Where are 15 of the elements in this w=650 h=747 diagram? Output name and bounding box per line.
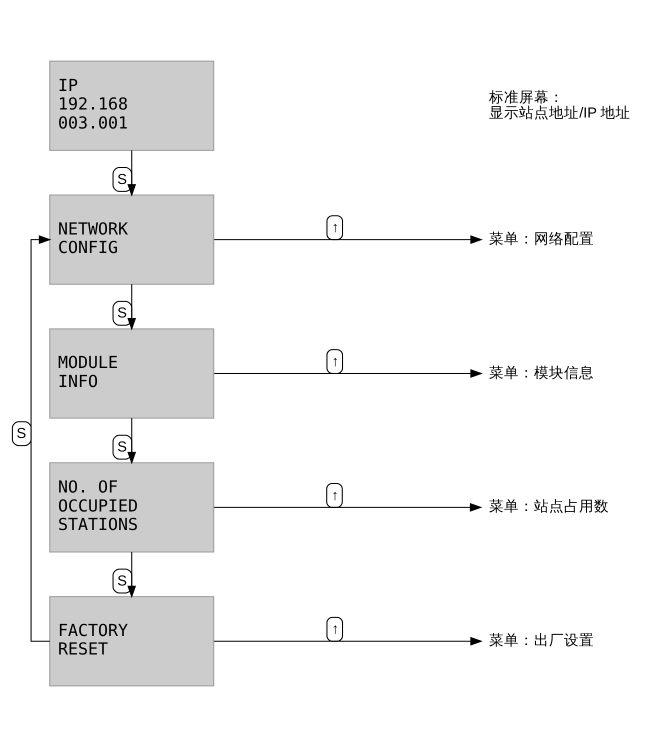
node-text: 菜单：网络配置	[489, 231, 594, 248]
edge-label: ↑	[332, 220, 339, 236]
node-label: 标准屏幕：	[489, 90, 564, 106]
edge-label: S	[117, 306, 127, 322]
edge-label: ↑	[332, 354, 339, 370]
edge-label: S	[117, 440, 127, 456]
node-text: 菜单：站点占用数	[488, 499, 609, 516]
edge-label: S	[117, 172, 127, 188]
edge-label: ↑	[332, 622, 339, 638]
node-text: 菜单：模块信息	[489, 365, 594, 382]
edge-label: ↑	[331, 488, 339, 504]
node-text: 菜单：出厂设置	[489, 633, 594, 650]
node-label: 显示站点地址/IP 地址	[489, 105, 631, 122]
edge-label: S	[16, 426, 26, 442]
edge-label: S	[117, 573, 127, 590]
